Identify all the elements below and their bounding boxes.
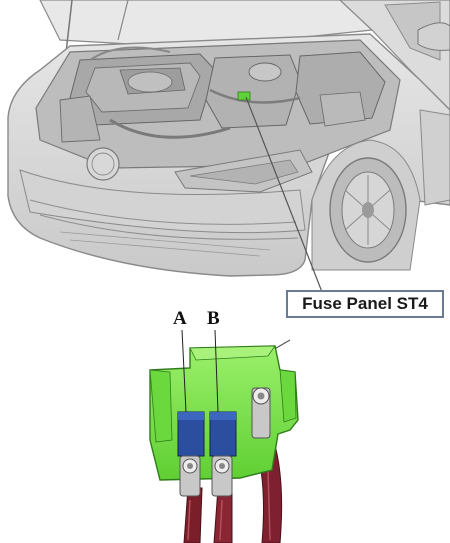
car-illustration <box>7 0 450 277</box>
leader-line <box>245 96 323 293</box>
fuse-label-a: A <box>173 308 187 329</box>
fuse-panel-callout-label: Fuse Panel ST4 <box>302 294 428 313</box>
fuse-label-b: B <box>207 308 220 329</box>
fuse-panel-illustration <box>149 329 299 543</box>
fuse-panel-callout: Fuse Panel ST4 <box>286 290 444 318</box>
